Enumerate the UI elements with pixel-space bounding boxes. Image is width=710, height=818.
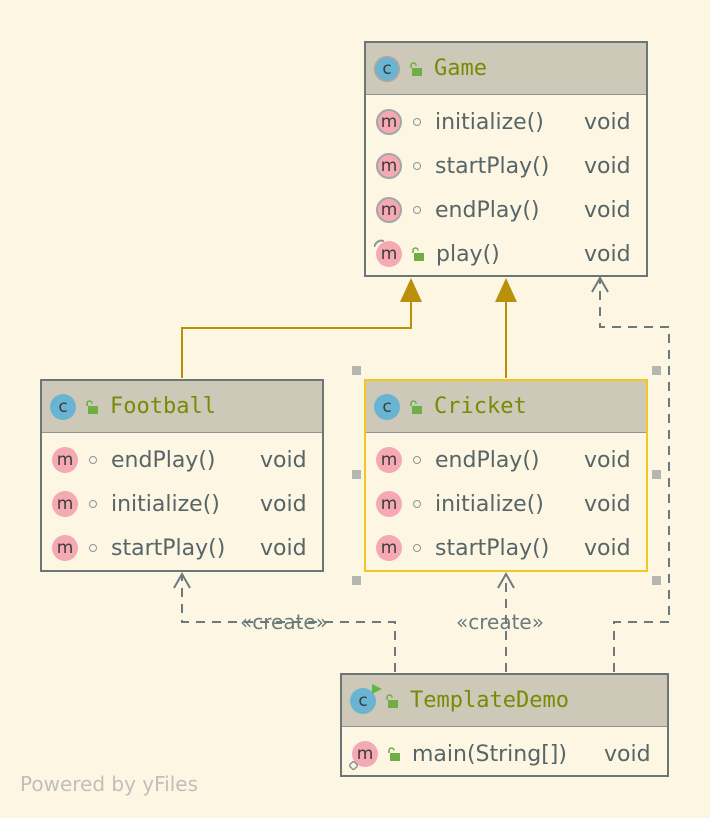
method-row-startplay[interactable]: m startPlay() void (42, 526, 322, 570)
class-node-game[interactable]: c Game m initialize() void m startPlay()… (364, 41, 648, 277)
selection-handle-e[interactable] (652, 470, 661, 479)
package-visibility-icon (89, 544, 97, 552)
runnable-class-icon: c (350, 683, 382, 714)
class-badge-letter: c (358, 690, 368, 711)
class-icon: c (374, 393, 400, 420)
method-name: startPlay() (435, 153, 550, 179)
method-name: endPlay() (111, 447, 216, 473)
final-method-icon: m (374, 239, 402, 267)
method-row-main[interactable]: m main(String[]) void (342, 732, 667, 776)
method-icon: m (376, 535, 402, 561)
edge-label-create-football: «create» (240, 610, 328, 634)
method-icon: m (52, 491, 78, 517)
class-node-templatedemo[interactable]: c TemplateDemo m main(String[]) void (340, 673, 669, 777)
inheritance-arrowhead-right (495, 278, 517, 302)
selection-handle-se[interactable] (652, 576, 661, 585)
edge-football-extends-game (181, 300, 412, 378)
abstract-method-icon: m (376, 197, 402, 223)
public-lock-icon (412, 247, 424, 261)
abstract-class-icon: c (374, 55, 400, 82)
static-marker-icon (349, 761, 358, 770)
method-name: startPlay() (111, 535, 226, 561)
class-name-cricket: Cricket (434, 394, 527, 419)
method-row-initialize[interactable]: m initialize() void (42, 482, 322, 526)
abstract-method-icon: m (376, 153, 402, 179)
arrowhead-cricket (497, 571, 515, 589)
method-row-endplay[interactable]: m endPlay() void (366, 188, 646, 232)
arrowhead-football (173, 571, 191, 589)
method-row-startplay[interactable]: m startPlay() void (366, 144, 646, 188)
package-visibility-icon (413, 544, 421, 552)
return-type: void (260, 447, 307, 473)
method-row-endplay[interactable]: m endPlay() void (366, 438, 646, 482)
method-name: initialize() (111, 491, 220, 517)
class-name-templatedemo: TemplateDemo (410, 688, 569, 713)
class-node-football[interactable]: c Football m endPlay() void m initialize… (40, 379, 324, 572)
method-badge-letter: m (356, 744, 374, 764)
run-icon (372, 683, 382, 694)
package-visibility-icon (413, 206, 421, 214)
method-row-initialize[interactable]: m initialize() void (366, 482, 646, 526)
package-visibility-icon (89, 500, 97, 508)
abstract-method-icon: m (376, 109, 402, 135)
public-lock-icon (410, 399, 422, 414)
return-type: void (584, 153, 631, 179)
return-type: void (584, 491, 631, 517)
class-node-cricket[interactable]: c Cricket m endPlay() void m initialize(… (364, 379, 648, 572)
method-name: play() (436, 241, 500, 267)
class-header-football[interactable]: c Football (42, 381, 322, 433)
selection-handle-w[interactable] (352, 470, 361, 479)
class-name-football: Football (110, 394, 216, 419)
public-lock-icon (410, 61, 422, 76)
method-name: initialize() (435, 109, 544, 135)
return-type: void (604, 741, 651, 767)
return-type: void (584, 535, 631, 561)
final-marker-icon (374, 239, 384, 247)
class-icon: c (50, 393, 76, 420)
method-icon: m (52, 535, 78, 561)
method-icon: m (376, 491, 402, 517)
return-type: void (584, 241, 631, 267)
selection-handle-sw[interactable] (352, 576, 361, 585)
package-visibility-icon (413, 118, 421, 126)
package-visibility-icon (413, 162, 421, 170)
return-type: void (584, 447, 631, 473)
class-header-cricket[interactable]: c Cricket (366, 381, 646, 433)
package-visibility-icon (413, 456, 421, 464)
public-lock-icon (388, 747, 400, 761)
method-name: endPlay() (435, 197, 540, 223)
edge-templatedemo-creates-football (181, 574, 396, 672)
selection-handle-ne[interactable] (652, 366, 661, 375)
selection-handle-nw[interactable] (352, 366, 361, 375)
static-method-icon: m (349, 741, 378, 770)
class-name-game: Game (434, 56, 487, 81)
method-icon: m (376, 447, 402, 473)
method-row-initialize[interactable]: m initialize() void (366, 100, 646, 144)
package-visibility-icon (413, 500, 421, 508)
method-name: endPlay() (435, 447, 540, 473)
class-header-templatedemo[interactable]: c TemplateDemo (342, 675, 667, 727)
public-lock-icon (386, 693, 398, 708)
method-name: initialize() (435, 491, 544, 517)
class-header-game[interactable]: c Game (366, 43, 646, 95)
return-type: void (260, 491, 307, 517)
return-type: void (584, 109, 631, 135)
arrowhead-game (591, 275, 609, 293)
method-row-startplay[interactable]: m startPlay() void (366, 526, 646, 570)
method-row-endplay[interactable]: m endPlay() void (42, 438, 322, 482)
method-icon: m (52, 447, 78, 473)
method-badge-letter: m (380, 244, 398, 264)
return-type: void (584, 197, 631, 223)
return-type: void (260, 535, 307, 561)
method-name: startPlay() (435, 535, 550, 561)
method-name: main(String[]) (412, 741, 567, 767)
package-visibility-icon (89, 456, 97, 464)
method-row-play[interactable]: m play() void (366, 232, 646, 276)
watermark: Powered by yFiles (20, 772, 198, 796)
inheritance-arrowhead-left (400, 278, 422, 302)
public-lock-icon (86, 399, 98, 414)
edge-label-create-cricket: «create» (456, 610, 544, 634)
